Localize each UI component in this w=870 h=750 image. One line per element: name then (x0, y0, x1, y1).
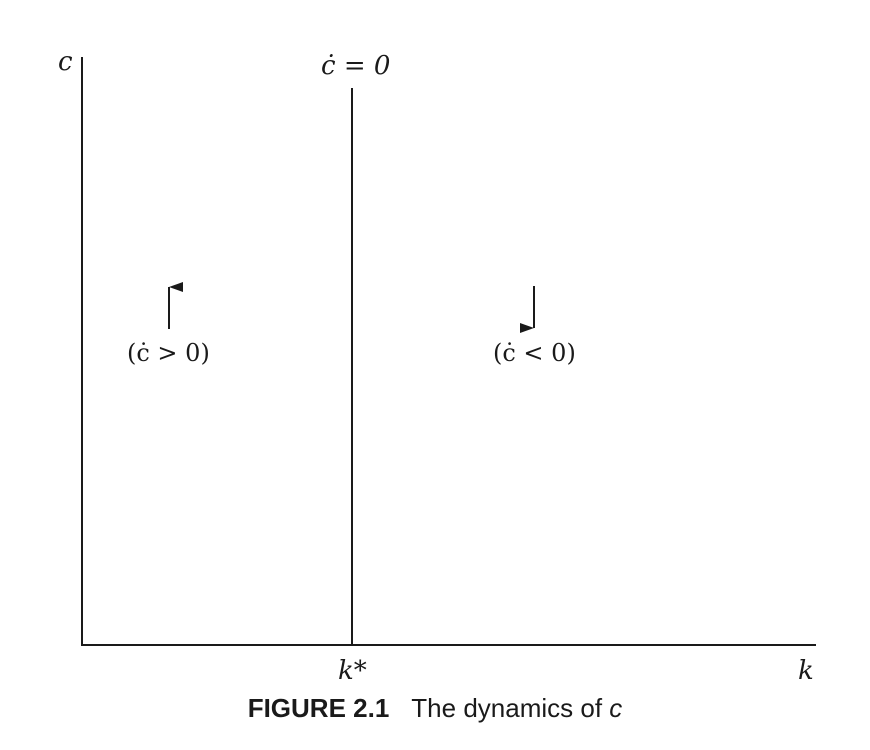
figure-number: FIGURE 2.1 (247, 693, 390, 723)
figure-title: The dynamics of (411, 693, 610, 723)
phase-diagram: c k ċ = 0 k* (ċ > 0) (ċ < 0) (58, 47, 816, 686)
locus-label: ċ = 0 (321, 51, 390, 81)
k-star-tick-label: k* (338, 656, 367, 686)
figure-caption: FIGURE 2.1 The dynamics of c (0, 690, 870, 726)
y-axis-label: c (58, 47, 73, 77)
region-right-label: (ċ < 0) (493, 339, 576, 367)
x-axis-label: k (798, 656, 814, 686)
figure-title-variable: c (609, 693, 623, 723)
region-left-label: (ċ > 0) (127, 339, 210, 367)
